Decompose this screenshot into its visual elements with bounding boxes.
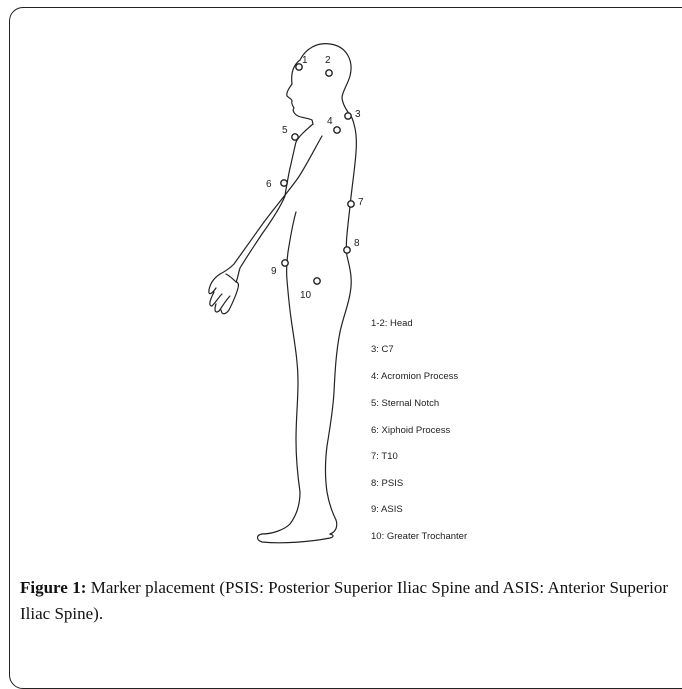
marker-10-circle <box>314 278 320 284</box>
marker-7-circle <box>348 201 354 207</box>
figure-caption-text: Marker placement (PSIS: Posterior Superi… <box>20 578 668 623</box>
figure-caption-label: Figure 1: <box>20 578 86 597</box>
marker-5-circle <box>292 134 298 140</box>
legend-item: 1-2: Head <box>371 318 413 329</box>
marker-9-label: 9 <box>271 266 277 277</box>
marker-circles <box>281 64 354 284</box>
marker-3-circle <box>345 113 351 119</box>
legend-item: 4: Acromion Process <box>371 371 458 382</box>
marker-10-label: 10 <box>300 290 312 301</box>
marker-2-circle <box>326 70 332 76</box>
body-outline <box>209 44 357 543</box>
marker-legend: 1-2: Head 3: C7 4: Acromion Process 5: S… <box>371 318 467 542</box>
legend-item: 6: Xiphoid Process <box>371 425 450 436</box>
marker-5-label: 5 <box>282 125 288 136</box>
marker-2-label: 2 <box>325 55 331 66</box>
marker-placement-figure: 1 2 3 4 5 6 7 8 9 10 1-2: Head 3: C7 4: … <box>0 0 682 659</box>
marker-7-label: 7 <box>358 197 364 208</box>
marker-1-label: 1 <box>302 55 308 66</box>
marker-3-label: 3 <box>355 109 361 120</box>
marker-4-label: 4 <box>327 116 333 127</box>
marker-9-circle <box>282 260 288 266</box>
legend-item: 10: Greater Trochanter <box>371 531 467 542</box>
legend-item: 3: C7 <box>371 344 394 355</box>
legend-item: 8: PSIS <box>371 478 403 489</box>
legend-item: 9: ASIS <box>371 504 403 515</box>
marker-8-label: 8 <box>354 238 360 249</box>
figure-caption: Figure 1: Marker placement (PSIS: Poster… <box>20 575 668 627</box>
marker-6-label: 6 <box>266 179 272 190</box>
marker-4-circle <box>334 127 340 133</box>
marker-6-circle <box>281 180 287 186</box>
legend-item: 5: Sternal Notch <box>371 398 439 409</box>
legend-item: 7: T10 <box>371 451 398 462</box>
marker-8-circle <box>344 247 350 253</box>
